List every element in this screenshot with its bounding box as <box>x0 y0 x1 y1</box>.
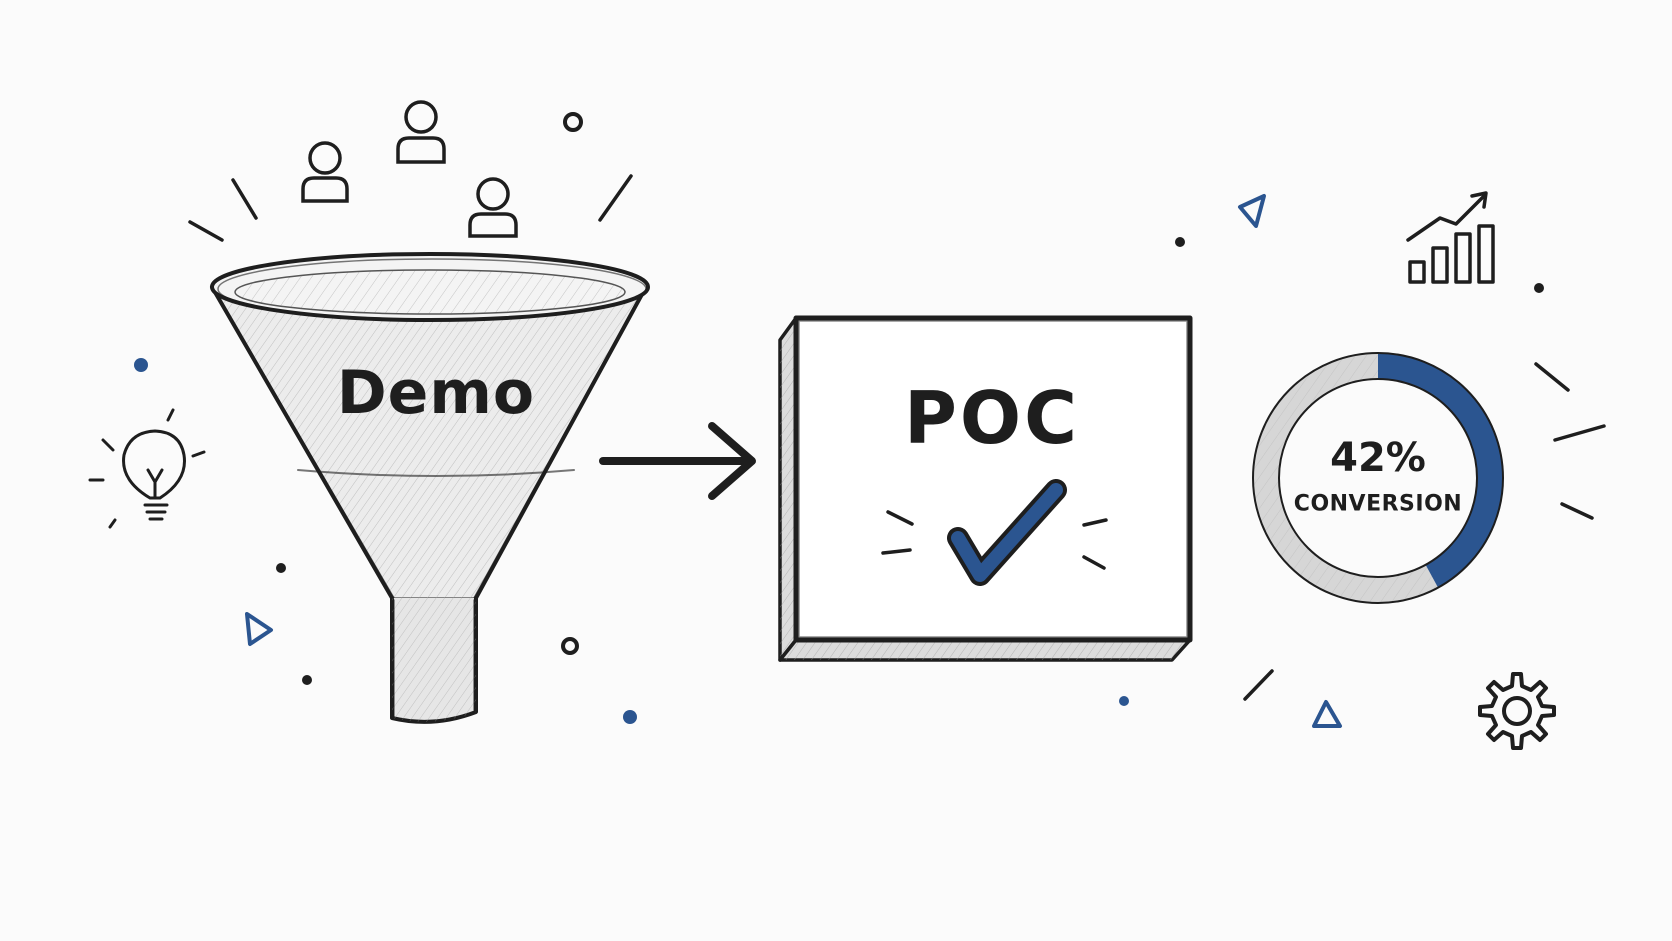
user-icon <box>468 177 518 238</box>
conversion-caption: CONVERSION <box>1293 491 1463 517</box>
check-icon <box>947 479 1067 586</box>
poc-box <box>778 315 1193 662</box>
donut-burst-lines <box>1243 362 1606 701</box>
user-icon <box>396 100 446 164</box>
funnel-burst-lines <box>188 174 633 242</box>
funnel-label: Demo <box>336 358 536 428</box>
conversion-donut <box>1252 352 1504 604</box>
check-sparkle-lines <box>881 510 1108 570</box>
gear-icon <box>1478 672 1556 750</box>
conversion-progress-arc <box>1253 353 1503 603</box>
decorative-dots <box>134 112 1544 724</box>
user-icon <box>301 141 349 203</box>
bar-chart-up-icon <box>1406 191 1495 284</box>
lightbulb-icon <box>88 408 206 529</box>
arrow-right-icon <box>599 422 756 500</box>
decorative-triangles <box>245 194 1342 728</box>
funnel <box>210 252 650 724</box>
conversion-percent: 42% <box>1330 435 1426 481</box>
poc-label: POC <box>904 376 1080 460</box>
